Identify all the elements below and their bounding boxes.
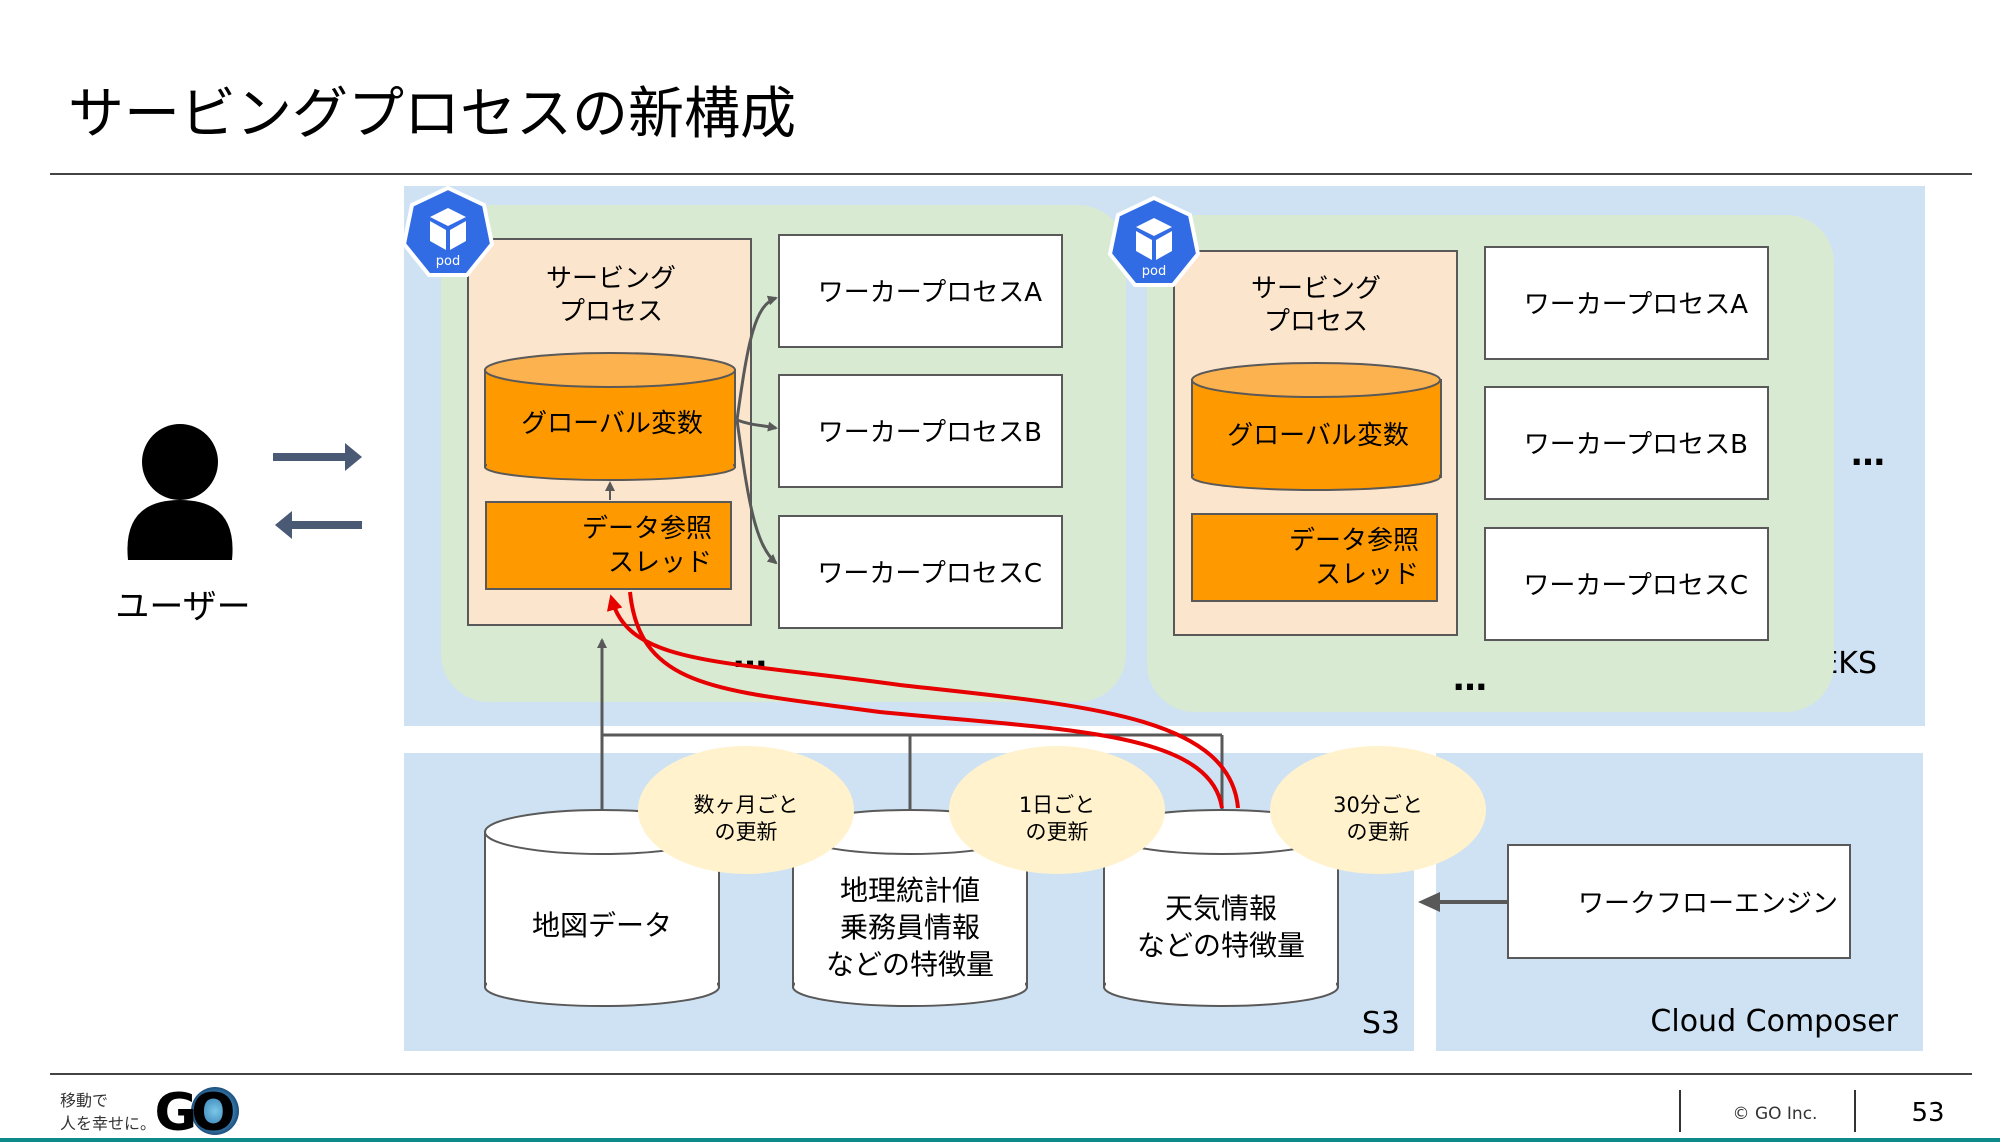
store-geo-stats-line1: 地理統計値 bbox=[840, 874, 980, 907]
badge-months-line1: 数ヶ月ごと bbox=[694, 793, 799, 817]
slide-title: サービングプロセスの新構成 bbox=[68, 82, 796, 147]
pod-2-global-vars: グローバル変数 bbox=[1227, 421, 1409, 451]
pod-2-thread-label: データ参照 bbox=[1289, 526, 1419, 556]
badge-months bbox=[638, 746, 854, 874]
user-label: ユーザー bbox=[115, 587, 250, 627]
bus-lines bbox=[597, 638, 1224, 810]
pod-1-data-thread bbox=[485, 501, 732, 590]
svg-text:pod: pod bbox=[1142, 264, 1166, 279]
s3-label: S3 bbox=[1362, 1006, 1400, 1041]
badge-months-line2: の更新 bbox=[715, 820, 778, 844]
pod-1-global-vars: グローバル変数 bbox=[521, 409, 703, 439]
store-geo-stats-line2: 乗務員情報 bbox=[840, 911, 980, 944]
pod-2-worker-c-label: ワーカープロセスC bbox=[1523, 571, 1748, 601]
pod-2-worker-b-label: ワーカープロセスB bbox=[1524, 430, 1748, 460]
pod-2-data-thread bbox=[1191, 513, 1438, 602]
badge-30min-line2: の更新 bbox=[1347, 820, 1410, 844]
pod-1: サービング プロセス グローバル変数 データ参照 スレッド ワーカープロセスA … bbox=[401, 185, 1126, 702]
badge-30min-line1: 30分ごと bbox=[1333, 793, 1423, 817]
pod-2-more-workers: … bbox=[1453, 659, 1487, 699]
composer-label: Cloud Composer bbox=[1650, 1004, 1898, 1039]
pod-1-worker-a-label: ワーカープロセスA bbox=[818, 278, 1042, 308]
pod-2-worker-a bbox=[1484, 246, 1769, 360]
pod-2-serving-title-2: プロセス bbox=[1264, 307, 1368, 337]
pod-1-serving-title: サービング bbox=[546, 264, 676, 294]
badge-30min bbox=[1270, 746, 1486, 874]
pod-1-fork-arrows bbox=[735, 295, 778, 565]
svg-text:GO: GO bbox=[155, 1083, 234, 1142]
badge-daily bbox=[949, 746, 1165, 874]
pod-2-pod-icon: pod bbox=[1107, 195, 1201, 287]
pod-2-worker-a-label: ワーカープロセスA bbox=[1524, 290, 1748, 320]
logo-tagline-1: 移動で bbox=[60, 1091, 108, 1110]
user-icon bbox=[127, 424, 233, 560]
store-weather-line1: 天気情報 bbox=[1165, 892, 1277, 925]
pod-1-pod-icon: pod bbox=[401, 185, 495, 277]
pod-1-worker-b bbox=[778, 374, 1063, 488]
badge-daily-line1: 1日ごと bbox=[1019, 793, 1095, 817]
pod-2-worker-c bbox=[1484, 527, 1769, 641]
store-weather bbox=[1103, 809, 1339, 1007]
store-map-data-label: 地図データ bbox=[532, 909, 672, 942]
pod-2-thread-label-2: スレッド bbox=[1315, 560, 1419, 590]
pod-2-worker-b bbox=[1484, 386, 1769, 500]
pod-1-thread-label-2: スレッド bbox=[608, 548, 712, 578]
pod-1-thread-label: データ参照 bbox=[582, 514, 712, 544]
pod-1-serving-title-2: プロセス bbox=[559, 297, 663, 327]
pod-1-more-workers: … bbox=[733, 636, 767, 676]
page-number: 53 bbox=[1911, 1098, 1944, 1128]
workflow-engine bbox=[1507, 844, 1851, 959]
pod-1-global-vars-cylinder bbox=[484, 352, 736, 481]
pod-1-worker-c bbox=[778, 515, 1063, 629]
workflow-engine-label: ワークフローエンジン bbox=[1578, 889, 1838, 919]
store-geo-stats-line3: などの特徴量 bbox=[826, 948, 994, 981]
badge-daily-line2: の更新 bbox=[1026, 820, 1089, 844]
svg-text:pod: pod bbox=[436, 254, 460, 269]
pod-1-worker-a bbox=[778, 234, 1063, 348]
pod-1-worker-c-label: ワーカープロセスC bbox=[817, 559, 1042, 589]
copyright: © GO Inc. bbox=[1733, 1104, 1818, 1124]
pod-1-worker-b-label: ワーカープロセスB bbox=[818, 418, 1042, 448]
pod-2-global-vars-cylinder bbox=[1191, 362, 1442, 491]
more-pods: … bbox=[1851, 434, 1885, 474]
go-logo: GO bbox=[155, 1083, 240, 1142]
weather-reference-arrows bbox=[606, 591, 1240, 809]
logo-tagline-2: 人を幸せに。 bbox=[60, 1114, 156, 1133]
pod-2-serving-title: サービング bbox=[1251, 274, 1381, 304]
pod-2: サービング プロセス グローバル変数 データ参照 スレッド ワーカープロセスA … bbox=[1107, 195, 1834, 712]
store-weather-line2: などの特徴量 bbox=[1137, 929, 1305, 962]
